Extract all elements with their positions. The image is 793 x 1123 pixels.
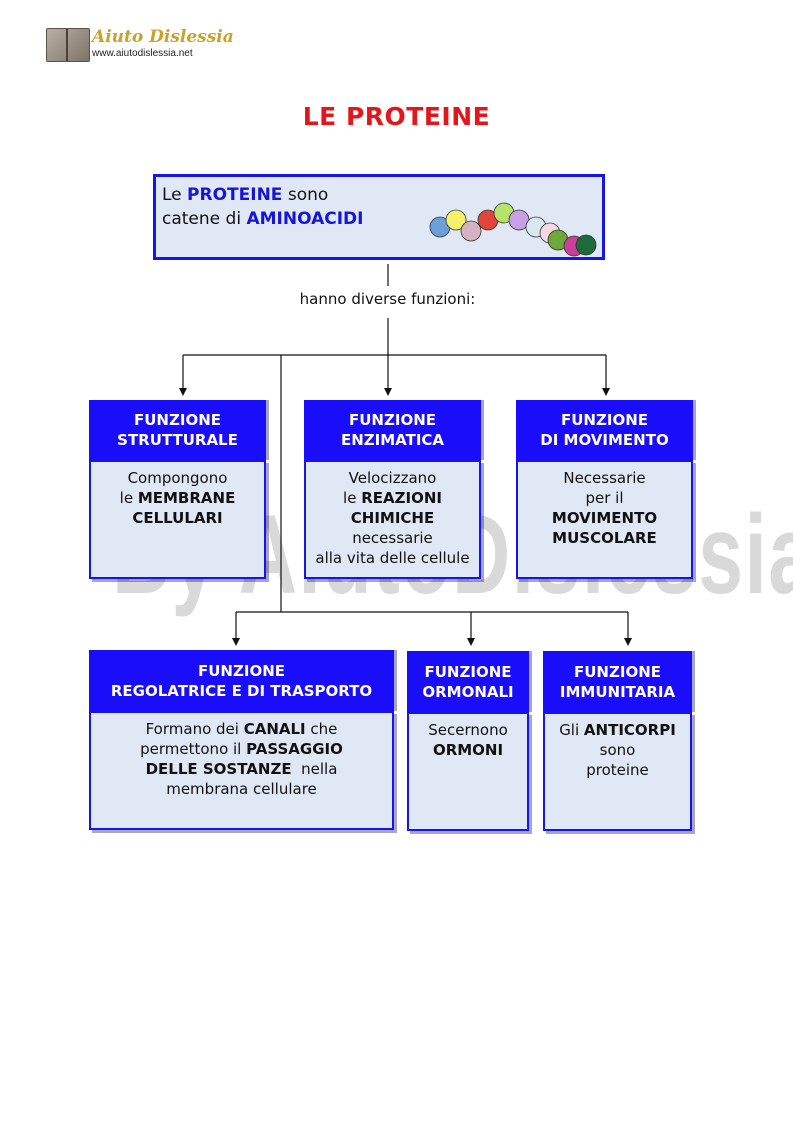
- box-body-line: Gli ANTICORPI: [545, 720, 690, 740]
- box-body-line: Compongono: [91, 468, 264, 488]
- box-text: le: [119, 489, 138, 507]
- box-text: le: [343, 489, 362, 507]
- box-body-line: Velocizzano: [306, 468, 479, 488]
- box-body: Necessarie per il MOVIMENTO MUSCOLARE: [516, 460, 693, 579]
- box-body-line: CHIMICHE: [306, 508, 479, 528]
- box-body-line: Necessarie: [518, 468, 691, 488]
- box-header: FUNZIONE STRUTTURALE: [89, 400, 266, 460]
- box-keyword: CHIMICHE: [350, 509, 435, 527]
- box-header-line: FUNZIONE: [424, 662, 512, 681]
- box-text: Secernono: [428, 721, 508, 739]
- box-body-line: le MEMBRANE: [91, 488, 264, 508]
- box-header-line: DI MOVIMENTO: [540, 431, 669, 449]
- intro-text: Le PROTEINE sono catene di AMINOACIDI: [162, 183, 363, 231]
- box-header-line: FUNZIONE: [134, 411, 221, 429]
- box-header-line: IMMUNITARIA: [559, 682, 676, 701]
- box-keyword: PASSAGGIO: [246, 740, 343, 758]
- box-keyword: MEMBRANE: [137, 489, 236, 507]
- box-body-line: proteine: [545, 760, 690, 780]
- box-body-line: MUSCOLARE: [518, 528, 691, 548]
- box-body-line: alla vita delle cellule: [306, 548, 479, 568]
- intro-line-1-pre: Le: [162, 185, 188, 205]
- intro-label: hanno diverse funzioni:: [299, 290, 476, 308]
- box-funzione-di-movimento: FUNZIONE DI MOVIMENTO Necessarie per il MO…: [516, 400, 693, 579]
- box-text: nella: [291, 760, 338, 778]
- intro-box: Le PROTEINE sono catene di AMINOACIDI: [153, 174, 605, 260]
- box-body-line: le REAZIONI: [306, 488, 479, 508]
- box-body-line: Formano dei CANALI che: [91, 719, 392, 739]
- box-text: Gli: [559, 721, 584, 739]
- box-body-line: DELLE SOSTANZE nella: [91, 759, 392, 779]
- box-keyword: MOVIMENTO: [551, 509, 658, 527]
- intro-keyword-aminoacidi: AMINOACIDI: [246, 209, 364, 229]
- intro-keyword-proteine: PROTEINE: [187, 185, 283, 205]
- box-header: FUNZIONE DI MOVIMENTO: [516, 400, 693, 460]
- box-body-line: per il: [518, 488, 691, 508]
- site-logo: Aiuto Dislessia www.aiutodislessia.net: [46, 26, 234, 66]
- box-body-line: CELLULARI: [91, 508, 264, 528]
- amino-acid-bead: [575, 234, 597, 256]
- box-header: FUNZIONE ENZIMATICA: [304, 400, 481, 460]
- box-header-line: FUNZIONE: [574, 662, 661, 681]
- box-text: alla vita delle cellule: [315, 549, 470, 567]
- box-header-line: FUNZIONE: [349, 411, 436, 429]
- box-keyword: REAZIONI: [361, 489, 442, 507]
- box-text: Formano dei: [145, 720, 244, 738]
- box-header: FUNZIONE IMMUNITARIA: [543, 651, 692, 712]
- amino-acid-bead: [460, 220, 482, 242]
- box-text: necessarie: [352, 529, 433, 547]
- book-logo-icon: [46, 28, 90, 62]
- box-header-line: REGOLATRICE E DI TRASPORTO: [110, 681, 373, 700]
- page-title: LE PROTEINE: [302, 102, 491, 131]
- box-keyword: CANALI: [243, 720, 306, 738]
- box-text: membrana cellulare: [166, 780, 317, 798]
- box-text: Velocizzano: [348, 469, 437, 487]
- site-brand: Aiuto Dislessia: [92, 27, 234, 47]
- box-text: che: [305, 720, 338, 738]
- box-text: Compongono: [127, 469, 228, 487]
- box-text: Necessarie: [563, 469, 646, 487]
- box-body-line: membrana cellulare: [91, 779, 392, 799]
- box-funzione-regolatrice: FUNZIONE REGOLATRICE E DI TRASPORTO Form…: [89, 650, 394, 830]
- box-body-line: MOVIMENTO: [518, 508, 691, 528]
- box-body-line: ORMONI: [409, 740, 527, 760]
- box-keyword: ANTICORPI: [583, 721, 676, 739]
- box-body-line: Secernono: [409, 720, 527, 740]
- box-text: sono: [599, 741, 636, 759]
- box-body-line: necessarie: [306, 528, 479, 548]
- amino-acid-chain-icon: [429, 202, 597, 257]
- box-header-line: FUNZIONE: [198, 661, 285, 680]
- box-body-line: sono: [545, 740, 690, 760]
- box-keyword: CELLULARI: [132, 509, 223, 527]
- box-keyword: ORMONI: [432, 741, 504, 759]
- box-header-line: ENZIMATICA: [340, 431, 445, 449]
- intro-line-1: Le PROTEINE sono: [162, 183, 363, 207]
- box-header-line: STRUTTURALE: [117, 431, 238, 449]
- box-header: FUNZIONE ORMONALI: [407, 651, 529, 712]
- box-header-line: ORMONALI: [422, 682, 514, 701]
- box-text: proteine: [586, 761, 649, 779]
- box-keyword: DELLE SOSTANZE: [145, 760, 292, 778]
- intro-line-2-pre: catene di: [162, 209, 247, 229]
- intro-line-2: catene di AMINOACIDI: [162, 207, 363, 231]
- intro-line-1-post: sono: [282, 185, 329, 205]
- box-header: FUNZIONE REGOLATRICE E DI TRASPORTO: [89, 650, 394, 711]
- box-text: permettono il: [140, 740, 247, 758]
- amino-acid-bead: [445, 209, 467, 231]
- site-url: www.aiutodislessia.net: [92, 48, 193, 59]
- box-keyword: MUSCOLARE: [552, 529, 657, 547]
- box-body-line: permettono il PASSAGGIO: [91, 739, 392, 759]
- box-header-line: FUNZIONE: [561, 411, 648, 429]
- box-text: per il: [585, 489, 624, 507]
